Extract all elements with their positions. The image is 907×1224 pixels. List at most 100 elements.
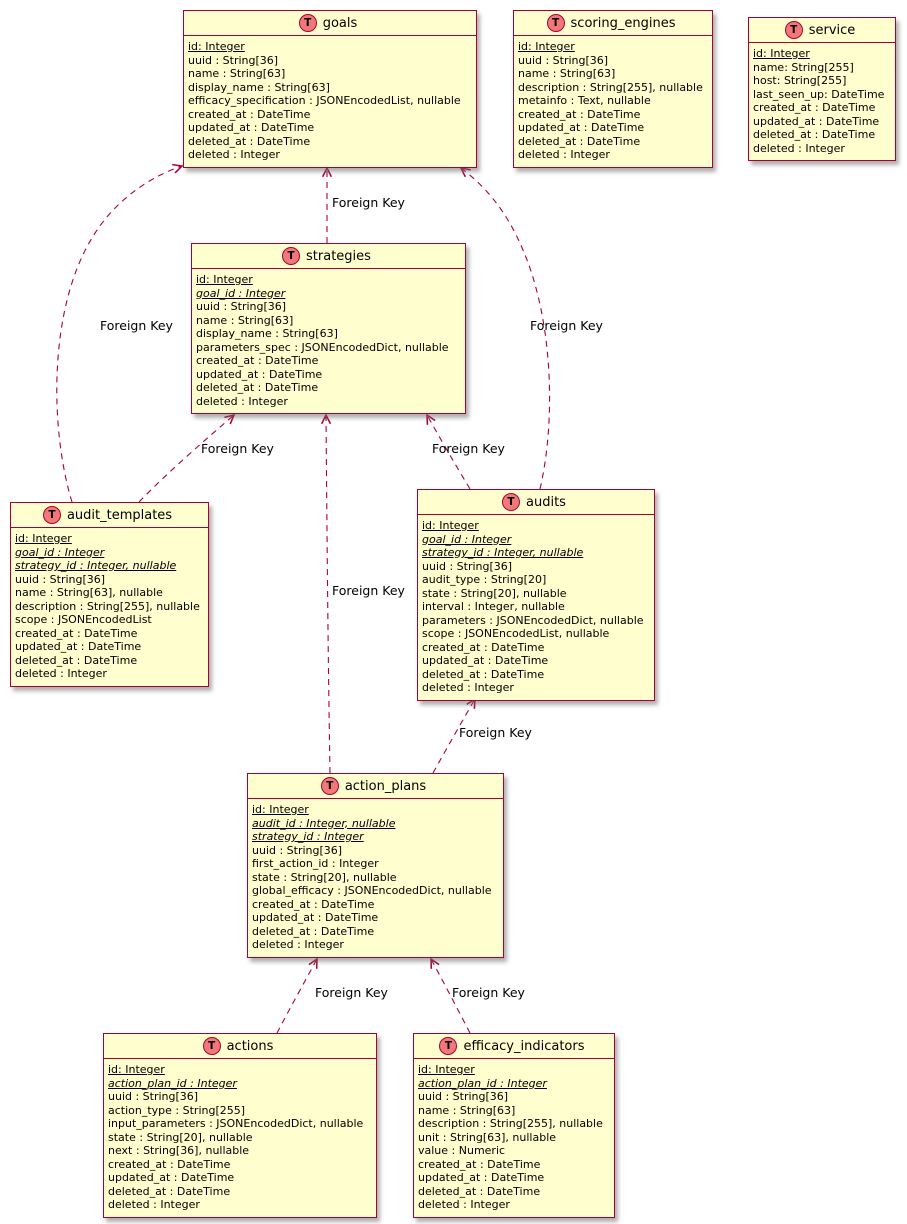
field-row: id: Integer (196, 273, 253, 286)
field-row: first_action_id : Integer (252, 857, 379, 870)
field-row: deleted : Integer (753, 141, 845, 155)
field-row: action_plan_id : Integer (418, 1076, 547, 1090)
entity-spot-icon: T (439, 1037, 458, 1055)
field-row: name : String[63] (196, 313, 294, 327)
field-row: id: Integer (518, 40, 575, 53)
field-row: parameters_spec : JSONEncodedDict, nulla… (196, 340, 449, 354)
field-row: last_seen_up: DateTime (753, 87, 885, 101)
fk-edge-audit-templates-to-strategies (138, 415, 234, 503)
entity-spot-icon: T (502, 493, 521, 511)
field-row: deleted_at : DateTime (15, 653, 138, 667)
field-row: updated_at : DateTime (418, 1171, 545, 1184)
field-row: updated_at : DateTime (108, 1171, 235, 1184)
field-row: uuid : String[36] (15, 572, 106, 586)
field-row: display_name : String[63] (196, 327, 338, 340)
field-row: created_at : DateTime (418, 1157, 541, 1171)
entity-spot-icon: T (282, 247, 301, 265)
entity-spot-icon: T (784, 21, 803, 39)
field-row: created_at : DateTime (252, 897, 375, 911)
field-row: uuid : String[36] (418, 1090, 509, 1103)
fk-edge-audit-templates-to-goals (56, 166, 182, 503)
table-title: strategies (306, 248, 371, 264)
fk-edge-action-plans-to-audits (432, 699, 475, 774)
fk-edge-actions-to-action-plans (276, 959, 317, 1034)
field-row: state : String[20], nullable (252, 870, 397, 884)
field-row: id: Integer (188, 40, 245, 53)
fk-edge-action-plans-to-strategies (326, 415, 330, 774)
entity-spot-icon: T (202, 1037, 221, 1055)
field-row: uuid : String[36] (188, 53, 279, 67)
table-title: audits (526, 494, 566, 510)
field-row: description : String[255], nullable (418, 1117, 603, 1130)
field-row: next : String[36], nullable (108, 1144, 250, 1157)
field-row: id: Integer (418, 1063, 475, 1076)
field-row: updated_at : DateTime (422, 654, 549, 667)
fk-edge-efficacy-indicators-to-action-plans (431, 959, 471, 1034)
field-row: state : String[20], nullable (108, 1130, 253, 1144)
field-row: updated_at : DateTime (252, 911, 379, 924)
field-row: created_at : DateTime (422, 640, 545, 654)
fk-edge-label: Foreign Key (100, 318, 174, 333)
field-row: created_at : DateTime (518, 107, 641, 121)
field-row: id: Integer (753, 47, 810, 60)
field-row: deleted : Integer (196, 394, 288, 408)
field-row: scope : JSONEncodedList, nullable (422, 627, 610, 640)
field-row: id: Integer (15, 532, 72, 545)
field-row: uuid : String[36] (196, 300, 287, 313)
field-row: input_parameters : JSONEncodedDict, null… (108, 1117, 364, 1130)
fk-edge-label: Foreign Key (315, 985, 389, 1000)
field-row: uuid : String[36] (422, 559, 513, 573)
table-title: audit_templates (66, 507, 173, 523)
entity-spot-icon: T (298, 14, 317, 32)
field-row: state : String[20], nullable (422, 586, 567, 600)
entity-spot-icon: T (42, 506, 61, 524)
fk-edge-audits-to-goals (461, 168, 551, 490)
field-row: metainfo : Text, nullable (518, 94, 651, 107)
field-row: deleted : Integer (422, 681, 514, 694)
field-row: action_plan_id : Integer (108, 1076, 237, 1090)
table-title: scoring_engines (570, 15, 676, 31)
field-row: scope : JSONEncodedList (15, 613, 152, 626)
field-row: deleted_at : DateTime (418, 1184, 541, 1198)
field-row: name : String[63] (188, 67, 286, 80)
entity-spot-icon: T (320, 777, 339, 795)
field-row: name : String[63] (518, 67, 616, 80)
field-row: interval : Integer, nullable (422, 600, 565, 613)
field-row: deleted_at : DateTime (252, 924, 375, 938)
table-title: service (808, 22, 856, 38)
field-row: created_at : DateTime (196, 354, 319, 367)
field-row: uuid : String[36] (518, 53, 609, 67)
field-row: audit_id : Integer, nullable (252, 816, 396, 830)
field-row: name: String[255] (753, 60, 854, 74)
field-row: updated_at : DateTime (196, 367, 323, 381)
field-row: host: String[255] (753, 74, 847, 87)
field-row: updated_at : DateTime (753, 114, 880, 128)
field-row: updated_at : DateTime (15, 640, 142, 653)
field-row: unit : String[63], nullable (418, 1130, 557, 1144)
field-row: created_at : DateTime (753, 101, 876, 114)
field-row: deleted : Integer (418, 1198, 510, 1211)
entity-spot-icon: T (546, 14, 565, 32)
field-row: efficacy_specification : JSONEncodedList… (188, 94, 461, 107)
field-row: action_type : String[255] (108, 1103, 246, 1117)
field-row: strategy_id : Integer (252, 830, 364, 843)
field-row: display_name : String[63] (188, 80, 330, 94)
